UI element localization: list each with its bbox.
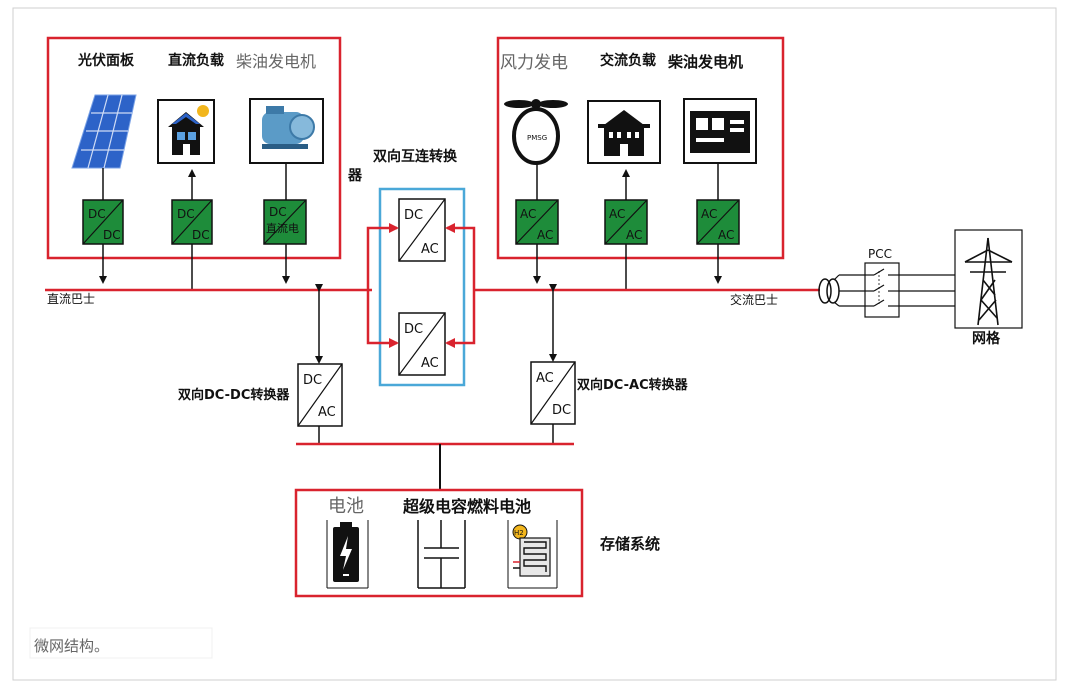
transmission-tower-icon xyxy=(954,229,1023,329)
pv-label: 光伏面板 xyxy=(77,52,135,69)
building-icon xyxy=(587,100,661,164)
wind-turbine-icon: PMSG xyxy=(504,99,568,165)
fuel-cell-icon: H2 xyxy=(507,520,558,589)
ac-load-label: 交流负载 xyxy=(600,52,656,69)
figure-caption: 微网结构。 xyxy=(34,637,109,655)
conv-bottom-text: DC xyxy=(103,228,121,242)
conv-top-text: DC xyxy=(177,207,195,221)
outer-frame xyxy=(12,7,1057,681)
house-icon xyxy=(157,99,215,164)
dc-sources-box xyxy=(46,36,342,260)
supercap-fuelcell-label: 超级电容燃料电池 xyxy=(402,497,531,516)
dc-converter-1: DC DC xyxy=(82,199,124,245)
conv-top-text: DC xyxy=(88,207,106,221)
conv-bottom-text: AC xyxy=(421,356,439,371)
transformer-icon xyxy=(818,278,840,304)
solar-panel-icon xyxy=(71,94,137,169)
pcc-label: PCC xyxy=(868,247,892,261)
conv-top-text: DC xyxy=(269,205,287,219)
interlink-arrows xyxy=(366,223,476,348)
conv-top-text: AC xyxy=(520,207,536,221)
dc-diesel-label: 柴油发电机 xyxy=(236,52,316,71)
conv-top-text: DC xyxy=(404,208,423,223)
battery-label: 电池 xyxy=(328,496,364,517)
generator-icon xyxy=(249,98,324,164)
interlink-converter-bottom: DC AC xyxy=(398,312,446,376)
conv-bottom-text: AC xyxy=(318,405,336,420)
conv-bottom-text: AC xyxy=(421,242,439,257)
three-phase-lines xyxy=(833,274,955,307)
dc-load-label: 直流负载 xyxy=(168,52,224,69)
wind-label: 风力发电 xyxy=(500,53,568,73)
ac-converter-1: AC AC xyxy=(515,199,559,245)
interlink-converter-top: DC AC xyxy=(398,198,446,262)
grid-label: 网格 xyxy=(972,330,1001,347)
conv-top-text: DC xyxy=(404,322,423,337)
h2-label: H2 xyxy=(514,529,524,537)
conv-top-text: AC xyxy=(609,207,625,221)
storage-box xyxy=(294,488,584,598)
conv-bottom-text: AC xyxy=(718,228,734,242)
conv-top-text: AC xyxy=(701,207,717,221)
conv-top-text: AC xyxy=(536,371,554,386)
dcac-label: 双向DC-AC转换器 xyxy=(577,377,689,393)
conv-top-text: DC xyxy=(303,373,322,388)
conv-bottom-text: AC xyxy=(537,228,553,242)
dcdc-label: 双向DC-DC转换器 xyxy=(178,387,290,403)
ac-diesel-label: 柴油发电机 xyxy=(667,53,743,71)
dcac-converter: AC DC xyxy=(530,361,576,425)
dc-bus-label: 直流巴士 xyxy=(47,292,95,306)
interlink-title: 双向互连转换 xyxy=(373,148,458,165)
ac-sources-box xyxy=(496,36,785,260)
conv-bottom-text: 直流电 xyxy=(266,221,299,235)
conv-bottom-text: AC xyxy=(626,228,642,242)
ac-bus-label: 交流巴士 xyxy=(730,292,778,307)
conv-bottom-text: DC xyxy=(552,403,571,418)
pmsg-label: PMSG xyxy=(527,134,547,142)
interlink-title-cont: 器 xyxy=(347,168,363,184)
ac-converter-3: AC AC xyxy=(696,199,740,245)
diesel-generator-icon xyxy=(683,98,757,164)
supercapacitor-icon xyxy=(417,520,466,589)
pcc-switch xyxy=(864,262,900,318)
conv-bottom-text: DC xyxy=(192,228,210,242)
battery-icon xyxy=(326,520,369,589)
dc-converter-2: DC DC xyxy=(171,199,213,245)
interlink-box xyxy=(378,187,466,387)
storage-system-label: 存储系统 xyxy=(600,535,660,553)
ac-converter-2: AC AC xyxy=(604,199,648,245)
dc-converter-3: DC 直流电 xyxy=(263,199,307,245)
dcdc-converter: DC AC xyxy=(297,363,343,427)
